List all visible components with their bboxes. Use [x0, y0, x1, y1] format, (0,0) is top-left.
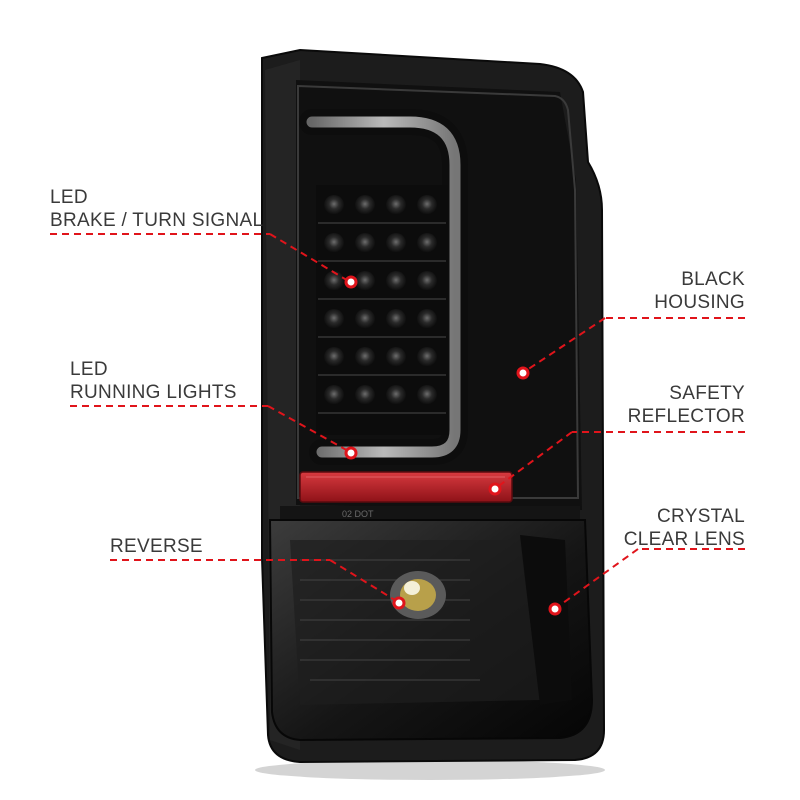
inner-trim — [297, 84, 580, 499]
ground-shadow — [255, 760, 605, 780]
label-led-running-line1: LED — [70, 359, 108, 380]
label-led-brake-line2: BRAKE / TURN SIGNAL — [50, 210, 264, 231]
led-bulb — [417, 233, 437, 253]
led-bulb — [386, 271, 406, 291]
label-reverse-line1: REVERSE — [110, 536, 203, 557]
label-crystal-lens-line1: CRYSTAL — [657, 506, 745, 527]
led-bulb — [355, 195, 375, 215]
label-crystal-lens: CRYSTAL CLEAR LENS — [624, 505, 745, 551]
label-reverse: REVERSE — [110, 535, 203, 558]
led-bulb — [324, 347, 344, 367]
led-bulb — [355, 385, 375, 405]
led-bulb — [324, 195, 344, 215]
callouts — [50, 233, 745, 609]
dot-led-brake — [344, 275, 358, 289]
lens-marking: 02 DOT — [342, 509, 374, 519]
dot-lens — [548, 602, 562, 616]
led-bulb — [386, 385, 406, 405]
led-array — [316, 185, 448, 435]
led-bulb — [386, 233, 406, 253]
dot-housing — [516, 366, 530, 380]
label-crystal-lens-line2: CLEAR LENS — [623, 529, 745, 550]
dot-reverse — [392, 596, 406, 610]
led-bulb — [324, 309, 344, 329]
label-black-housing: BLACK HOUSING — [654, 268, 745, 314]
led-bulb — [324, 233, 344, 253]
dot-reflector — [488, 482, 502, 496]
led-bulb — [355, 309, 375, 329]
led-bulb — [324, 385, 344, 405]
label-led-running-line2: RUNNING LIGHTS — [70, 382, 237, 403]
led-bulb — [386, 347, 406, 367]
label-safety-reflector-line2: REFLECTOR — [627, 406, 745, 427]
label-led-running: LED RUNNING LIGHTS — [70, 358, 237, 404]
led-bulb — [355, 347, 375, 367]
led-bulb — [417, 195, 437, 215]
label-black-housing-line1: BLACK — [681, 269, 745, 290]
dot-led-running — [344, 446, 358, 460]
label-safety-reflector: SAFETY REFLECTOR — [628, 382, 745, 428]
led-bulb — [355, 233, 375, 253]
led-bulb — [324, 271, 344, 291]
led-bulb — [355, 271, 375, 291]
label-safety-reflector-line1: SAFETY — [669, 383, 745, 404]
label-led-brake-line1: LED — [50, 187, 88, 208]
led-bulb — [386, 309, 406, 329]
safety-reflector — [299, 471, 513, 503]
led-bulb — [417, 271, 437, 291]
led-bulb — [386, 195, 406, 215]
label-black-housing-line2: HOUSING — [654, 292, 745, 313]
led-bulb — [417, 385, 437, 405]
led-bulb — [417, 347, 437, 367]
led-bulb — [417, 309, 437, 329]
label-led-brake: LED BRAKE / TURN SIGNAL — [50, 186, 263, 232]
reverse-bulb — [390, 571, 446, 619]
callout-dots — [344, 275, 562, 616]
